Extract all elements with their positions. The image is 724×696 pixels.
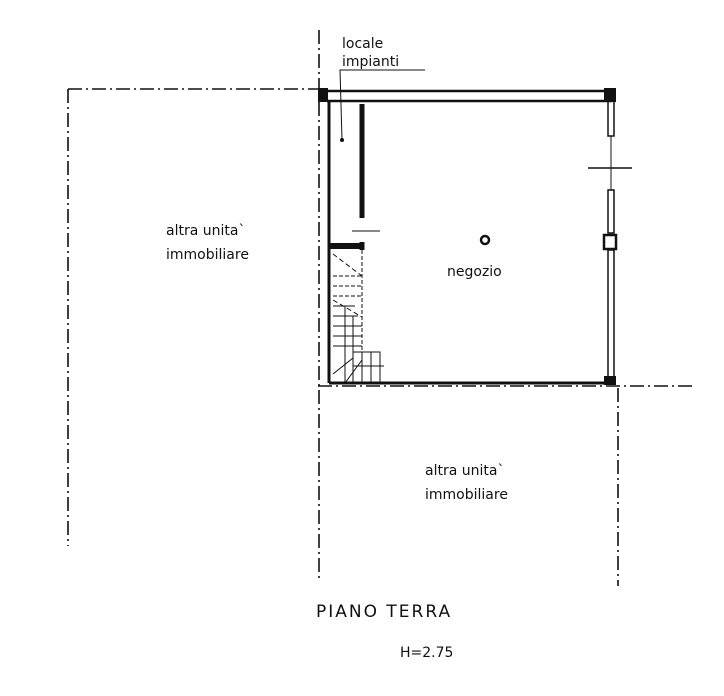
bottom-unit-label: immobiliare (425, 487, 508, 503)
walls (318, 88, 616, 385)
bottom-unit-label: altra unita` (425, 463, 504, 479)
left-unit-label: immobiliare (166, 247, 249, 263)
shop-room-label: negozio (447, 264, 502, 280)
column-marker (479, 234, 491, 246)
left-unit-label: altra unita` (166, 223, 245, 239)
utility-leader (339, 69, 425, 142)
staircase (332, 250, 384, 384)
storefront-wall (588, 100, 632, 379)
ceiling-height-label: H=2.75 (400, 645, 453, 661)
plan-title: PIANO TERRA (316, 602, 452, 622)
utility-room-label: locale (342, 36, 383, 52)
utility-room-label: impianti (342, 54, 399, 70)
property-boundaries (67, 30, 694, 586)
